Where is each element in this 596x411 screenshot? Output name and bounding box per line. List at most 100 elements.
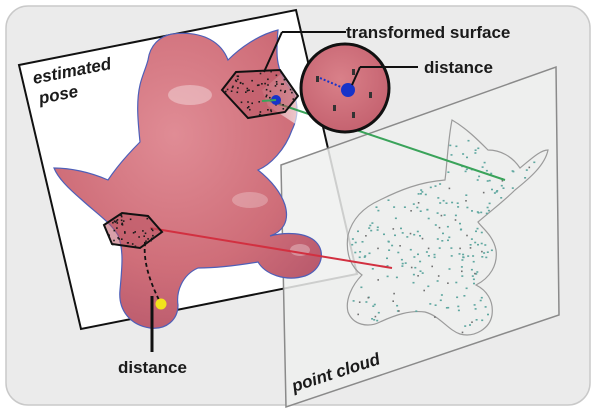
scatter-dot	[276, 83, 278, 85]
scatter-dot	[481, 256, 483, 258]
scatter-dot	[276, 81, 278, 83]
scatter-dot	[247, 88, 249, 90]
scatter-dot	[477, 228, 479, 230]
scatter-dot	[472, 255, 474, 257]
scatter-dot	[420, 270, 422, 272]
scatter-dot	[489, 203, 491, 205]
scatter-dot	[293, 98, 295, 100]
scatter-dot	[428, 218, 430, 220]
scatter-dot	[457, 306, 459, 308]
scatter-dot	[481, 243, 483, 245]
scatter-dot	[466, 207, 468, 209]
scatter-dot	[476, 271, 478, 273]
scatter-dot	[442, 233, 444, 235]
scatter-dot	[290, 89, 292, 91]
scatter-dot	[283, 108, 285, 110]
lower-point-marker	[156, 299, 167, 310]
scatter-dot	[474, 152, 476, 154]
scatter-dot	[435, 185, 437, 187]
scatter-dot	[447, 226, 449, 228]
scatter-dot	[466, 157, 468, 159]
scatter-dot	[231, 90, 233, 92]
scatter-dot	[469, 324, 471, 326]
scatter-dot	[451, 255, 453, 257]
scatter-dot	[457, 202, 459, 204]
distance-bottom-label: distance	[118, 358, 187, 377]
scatter-dot	[418, 193, 420, 195]
scatter-dot	[235, 80, 237, 82]
scatter-dot	[455, 215, 457, 217]
scatter-dot	[446, 307, 448, 309]
scatter-dot	[400, 228, 402, 230]
scatter-dot	[240, 82, 242, 84]
scatter-dot	[438, 275, 440, 277]
scatter-dot	[489, 180, 491, 182]
distance-top-label: distance	[424, 58, 493, 77]
scatter-dot	[152, 235, 154, 237]
scatter-dot	[225, 91, 227, 93]
scatter-dot	[398, 310, 400, 312]
scatter-dot	[143, 235, 145, 237]
scatter-dot	[232, 86, 234, 88]
scatter-dot	[439, 227, 441, 229]
scatter-dot	[428, 248, 430, 250]
scatter-dot	[533, 162, 535, 164]
scatter-dot	[466, 288, 468, 290]
scatter-dot	[249, 109, 251, 111]
scatter-dot	[275, 85, 277, 87]
scatter-dot	[486, 213, 488, 215]
scatter-dot	[421, 191, 423, 193]
scatter-dot	[461, 266, 463, 268]
scatter-dot	[401, 259, 403, 261]
scatter-dot	[437, 238, 439, 240]
scatter-dot	[258, 101, 260, 103]
scatter-dot	[437, 212, 439, 214]
scatter-dot	[425, 194, 427, 196]
scatter-dot	[441, 294, 443, 296]
scatter-dot	[237, 92, 239, 94]
scatter-dot	[435, 304, 437, 306]
scatter-dot	[459, 223, 461, 225]
scatter-dot	[377, 279, 379, 281]
scatter-dot	[473, 261, 475, 263]
scatter-dot	[399, 245, 401, 247]
scatter-dot	[117, 222, 119, 224]
scatter-dot	[463, 295, 465, 297]
scatter-dot	[370, 230, 372, 232]
scatter-dot	[529, 167, 531, 169]
scatter-dot	[420, 189, 422, 191]
scatter-dot	[352, 238, 354, 240]
scatter-dot	[265, 96, 267, 98]
scatter-dot	[500, 197, 502, 199]
scatter-dot	[267, 84, 269, 86]
scatter-dot	[450, 247, 452, 249]
scatter-dot	[428, 255, 430, 257]
scatter-dot	[471, 269, 473, 271]
scatter-dot	[496, 190, 498, 192]
scatter-dot	[430, 187, 432, 189]
scatter-dot	[270, 91, 272, 93]
scatter-dot	[237, 79, 239, 81]
scatter-dot	[414, 267, 416, 269]
scatter-dot	[124, 232, 126, 234]
scatter-dot	[353, 300, 355, 302]
scatter-dot	[447, 171, 449, 173]
scatter-dot	[138, 236, 140, 238]
scatter-dot	[455, 219, 457, 221]
scatter-dot	[387, 276, 389, 278]
scatter-dot	[444, 214, 446, 216]
scatter-dot	[486, 170, 488, 172]
scatter-dot	[459, 248, 461, 250]
scatter-dot	[413, 256, 415, 258]
scatter-dot	[393, 293, 395, 295]
scatter-dot	[388, 241, 390, 243]
scatter-dot	[439, 247, 441, 249]
scatter-dot	[368, 297, 370, 299]
scatter-dot	[371, 222, 373, 224]
scatter-dot	[245, 91, 247, 93]
scatter-dot	[473, 279, 475, 281]
scatter-dot	[133, 232, 135, 234]
scatter-dot	[439, 202, 441, 204]
scatter-dot	[383, 234, 385, 236]
scatter-dot	[391, 245, 393, 247]
